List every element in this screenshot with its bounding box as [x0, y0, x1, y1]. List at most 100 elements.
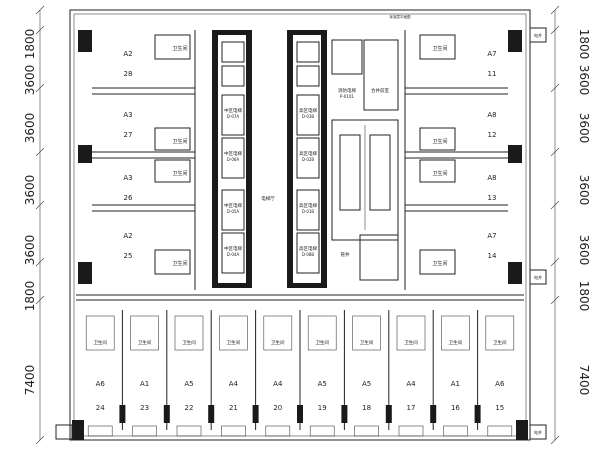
bottom-unit-walls: [85, 310, 515, 437]
corridor: [76, 294, 524, 301]
dim-tick: [550, 147, 560, 157]
dim-tick: [35, 257, 45, 267]
bathroom-box: [219, 315, 248, 351]
right-units: [404, 30, 508, 290]
column: [252, 405, 259, 423]
unit-left-type-1: A3: [123, 111, 132, 119]
dim-tick: [35, 295, 45, 305]
unit-bottom-type-7: A4: [406, 380, 416, 388]
column: [208, 405, 215, 423]
elevator-hall-label: 电梯厅: [261, 195, 275, 202]
bathroom-box: [352, 315, 381, 351]
dim-right-4: 3600: [577, 235, 591, 266]
dim-right-0: 1800: [577, 29, 591, 60]
elev-name-1: 中区电梯: [224, 150, 242, 157]
elev-name-6: 高区电梯: [299, 202, 317, 209]
bottom-bath-label: 卫生间: [271, 339, 285, 346]
bottom-bath-label: 卫生间: [449, 339, 463, 346]
elev-code-5: D-02B: [302, 157, 315, 162]
column: [119, 405, 126, 423]
balcony: [487, 425, 513, 437]
unit-right-num-0: 11: [488, 70, 497, 78]
right-unit-labels: A7 11 A8 12 A8 13 A7 14: [487, 50, 497, 260]
dims-right: 1800 3600 3600 3600 3600 1800 7400: [577, 29, 591, 396]
balcony: [309, 425, 335, 437]
column: [474, 405, 481, 423]
bathroom-box: [307, 315, 337, 351]
balcony: [398, 425, 424, 437]
dim-tick: [550, 257, 560, 267]
dim-tick: [35, 25, 45, 35]
bath-right-1: 卫生间: [432, 138, 447, 145]
fire-room-label: 消防电梯: [338, 87, 356, 94]
dim-right-6: 7400: [577, 365, 591, 396]
elev-name-2: 中区电梯: [224, 202, 242, 209]
outer-shell: [69, 9, 531, 441]
top-note: 标准层平面图: [390, 14, 411, 19]
dim-left-1: 3600: [23, 65, 37, 96]
unit-left-num-1: 27: [124, 131, 133, 139]
unit-bottom-num-7: 17: [407, 404, 416, 412]
unit-right-type-1: A8: [487, 111, 496, 119]
corner-rooms: 电井 电井 电井: [55, 27, 547, 440]
elev-name-3: 中区电梯: [224, 245, 242, 252]
dims-left: 1800 3600 3600 3600 3600 1800 7400: [23, 29, 37, 396]
unit-left-num-2: 26: [124, 194, 133, 202]
unit-bottom-type-2: A5: [184, 380, 193, 388]
bathroom-box: [396, 315, 426, 351]
elev-name-0: 中区电梯: [224, 107, 242, 114]
dim-left-6: 7400: [23, 365, 37, 396]
dim-right-1: 3600: [577, 65, 591, 96]
unit-right-num-3: 14: [488, 252, 497, 260]
equipment-label: 合并前室: [371, 87, 389, 94]
column: [163, 405, 170, 423]
unit-bottom-num-3: 21: [229, 404, 238, 412]
elev-name-7: 高区电梯: [299, 245, 317, 252]
dim-left-4: 3600: [23, 235, 37, 266]
dim-left-5: 1800: [23, 281, 37, 312]
unit-bottom-num-0: 24: [96, 404, 105, 412]
dim-tick: [550, 200, 560, 210]
elev-code-0: D-07A: [227, 114, 240, 119]
bathroom-labels: 卫生间 卫生间 卫生间 卫生间 卫生间 卫生间 卫生间 卫生间: [172, 45, 447, 267]
dim-right-5: 1800: [577, 281, 591, 312]
unit-bottom-type-4: A4: [273, 380, 283, 388]
dim-tick: [550, 83, 560, 93]
unit-bottom-num-9: 15: [495, 404, 504, 412]
elev-code-6: D-01B: [302, 209, 315, 214]
corner-room-label-3: 电井: [534, 429, 542, 435]
bottom-bath-label: 卫生间: [360, 339, 374, 346]
dim-tick: [35, 5, 45, 15]
bathroom-box: [485, 315, 515, 351]
dim-tick: [35, 147, 45, 157]
bath-left-3: 卫生间: [172, 260, 187, 267]
bath-right-2: 卫生间: [432, 170, 447, 177]
dim-left-3: 3600: [23, 175, 37, 206]
bathroom-box: [85, 315, 115, 351]
left-unit-labels: A2 28 A3 27 A3 26 A2 25: [123, 50, 133, 260]
unit-bottom-num-6: 18: [362, 404, 371, 412]
dim-tick: [35, 83, 45, 93]
unit-right-type-3: A7: [487, 232, 496, 240]
elev-code-4: D-03B: [302, 114, 315, 119]
column: [430, 405, 437, 423]
unit-bottom-num-4: 20: [273, 404, 282, 412]
unit-left-type-2: A3: [123, 174, 132, 182]
unit-bottom-type-0: A6: [96, 380, 106, 388]
left-units: [92, 30, 196, 290]
elev-code-7: D-08B: [302, 252, 315, 257]
column: [297, 405, 303, 423]
elev-name-4: 高区电梯: [299, 107, 317, 114]
columns: [72, 30, 528, 440]
dim-tick: [35, 435, 45, 445]
bath-right-3: 卫生间: [432, 260, 447, 267]
unit-left-num-0: 28: [124, 70, 133, 78]
unit-bottom-num-5: 19: [318, 404, 327, 412]
dim-left-2: 3600: [23, 113, 37, 144]
unit-left-num-3: 25: [124, 252, 133, 260]
bathroom-box: [174, 315, 204, 351]
corner-room-label-2: 电井: [534, 274, 542, 280]
bath-left-0: 卫生间: [172, 45, 187, 52]
unit-bottom-type-8: A1: [451, 380, 460, 388]
